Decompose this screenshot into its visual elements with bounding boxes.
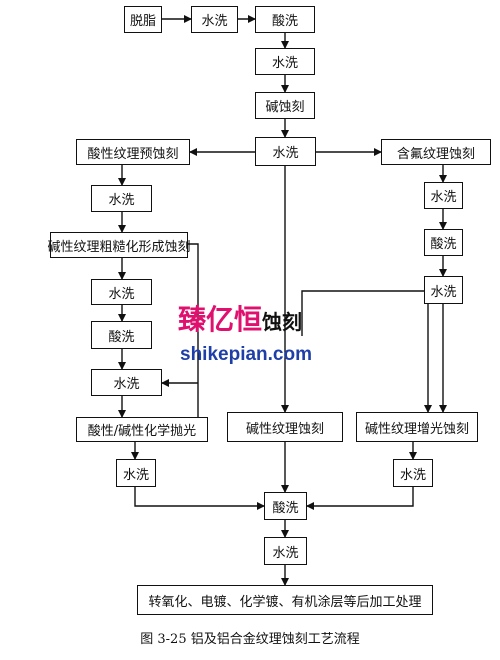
edge-rinser2-leftbranch: [301, 290, 425, 336]
node-acid-1: 酸洗: [255, 6, 315, 33]
node-rinse-final: 水洗: [264, 537, 307, 565]
node-rinse-3: 水洗: [255, 137, 316, 166]
node-rinse-r1: 水洗: [424, 182, 463, 209]
node-rinse-r3: 水洗: [393, 459, 433, 487]
node-chem-polish: 酸性/碱性化学抛光: [76, 417, 208, 442]
node-acid-final: 酸洗: [264, 492, 307, 520]
node-alkali-texture: 碱性纹理蚀刻: [227, 412, 343, 442]
watermark-brand: 臻亿恒: [178, 303, 263, 336]
edge-left-rail: [188, 243, 199, 438]
node-rinse-l4: 水洗: [116, 459, 156, 487]
node-acid-l: 酸洗: [91, 321, 152, 349]
node-rinse-r2: 水洗: [424, 276, 463, 304]
node-fluoride-etch: 含氟纹理蚀刻: [381, 139, 491, 165]
watermark-url: shikepian.com: [180, 344, 312, 365]
edge-rinsel4-acidfinal: [134, 487, 265, 510]
node-rinse-l1: 水洗: [91, 185, 152, 212]
figure-caption: 图 3-25 铝及铝合金纹理蚀刻工艺流程: [140, 632, 360, 647]
node-alkali-etch: 碱蚀刻: [255, 92, 315, 119]
node-rinse-1: 水洗: [191, 6, 238, 33]
watermark-suffix: 蚀刻: [262, 310, 303, 334]
node-acid-pre-etch: 酸性纹理预蚀刻: [76, 139, 190, 165]
edge-rinser3-acidfinal: [306, 487, 414, 510]
node-rinse-l3: 水洗: [91, 369, 162, 396]
node-alkali-rough: 碱性纹理粗糙化形成蚀刻: [48, 232, 191, 258]
node-acid-r: 酸洗: [424, 229, 463, 256]
watermark-logo: 臻亿恒蚀刻: [178, 298, 302, 338]
node-rinse-2: 水洗: [255, 48, 315, 75]
node-rinse-l2: 水洗: [91, 279, 152, 305]
node-post-process: 转氧化、电镀、化学镀、有机涂层等后加工处理: [137, 585, 433, 615]
node-degrease: 脱脂: [124, 6, 162, 33]
node-alkali-bright: 碱性纹理增光蚀刻: [356, 412, 478, 442]
